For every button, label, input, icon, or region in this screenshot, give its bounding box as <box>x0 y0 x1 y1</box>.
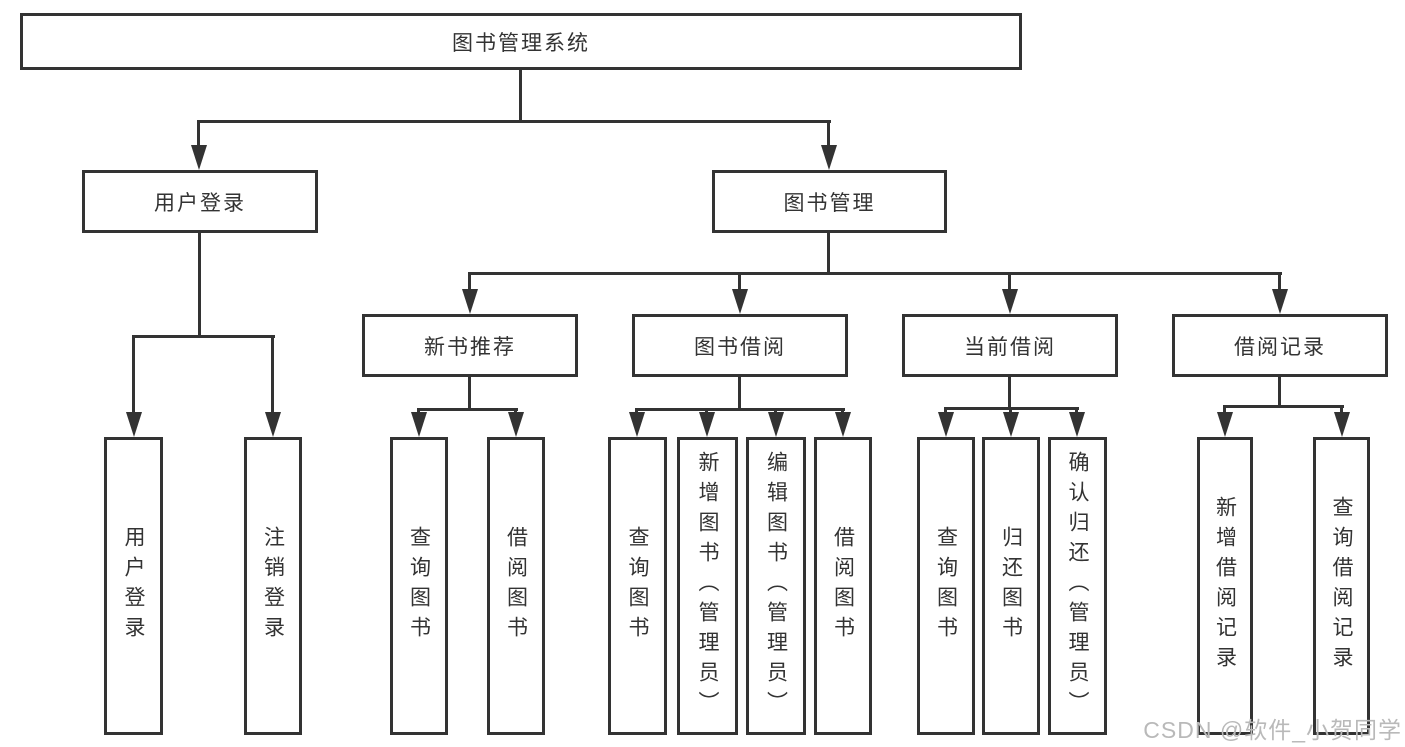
arrowhead-down <box>508 412 524 437</box>
leaf-logout-login-label: 注销登录 <box>261 526 285 646</box>
connector-user-login-stem <box>198 233 201 337</box>
arrowhead-down <box>1003 412 1019 437</box>
connector-drop-new-book-recommend <box>468 272 471 296</box>
connector-book-management-stem <box>827 233 830 274</box>
leaf-query-books-3: 查询图书 <box>917 437 975 735</box>
connector-drop <box>1009 407 1012 416</box>
arrowhead-down <box>1272 289 1288 314</box>
arrowhead-down <box>938 412 954 437</box>
connector-drop <box>1223 405 1226 415</box>
arrowhead-down <box>732 289 748 314</box>
arrowhead-down <box>821 145 837 170</box>
leaf-add-books-admin: 新增图书（管理员） <box>677 437 738 735</box>
connector-drop-leaf-logout <box>271 335 274 416</box>
arrowhead-down <box>126 412 142 437</box>
leaf-borrow-books-1-label: 借阅图书 <box>504 526 528 646</box>
leaf-confirm-return-admin: 确认归还（管理员） <box>1048 437 1107 735</box>
node-user-login: 用户登录 <box>82 170 318 233</box>
node-book-borrowing-label: 图书借阅 <box>694 335 786 359</box>
leaf-query-borrow-record-label: 查询借阅记录 <box>1330 496 1353 676</box>
leaf-confirm-return-admin-label: 确认归还（管理员） <box>1066 451 1089 721</box>
connector-new-book-recommend-horizontal <box>417 408 518 411</box>
leaf-user-login-label: 用户登录 <box>122 526 145 646</box>
arrowhead-down <box>265 412 281 437</box>
leaf-borrow-books-2: 借阅图书 <box>814 437 872 735</box>
leaf-query-books-1: 查询图书 <box>390 437 448 735</box>
arrowhead-down <box>191 145 207 170</box>
leaf-return-books-label: 归还图书 <box>999 526 1023 646</box>
leaf-add-borrow-record-label: 新增借阅记录 <box>1213 496 1237 676</box>
node-new-book-recommend-label: 新书推荐 <box>424 335 516 359</box>
arrowhead-down <box>629 412 645 437</box>
leaf-add-books-admin-label: 新增图书（管理员） <box>696 451 719 721</box>
arrowhead-down <box>1334 412 1350 437</box>
connector-book-borrowing-stem <box>738 377 741 410</box>
leaf-query-books-1-label: 查询图书 <box>407 526 431 646</box>
leaf-logout-login: 注销登录 <box>244 437 302 735</box>
connector-current-borrowing-stem <box>1008 377 1011 409</box>
connector-new-book-recommend-stem <box>468 377 471 410</box>
connector-level2-horizontal <box>469 272 1282 275</box>
arrowhead-down <box>462 289 478 314</box>
connector-drop-book-borrowing <box>738 272 741 296</box>
leaf-borrow-books-1: 借阅图书 <box>487 437 545 735</box>
arrowhead-down <box>1217 412 1233 437</box>
arrowhead-down <box>411 412 427 437</box>
arrowhead-down <box>768 412 784 437</box>
connector-drop-book-management <box>827 120 830 152</box>
connector-drop <box>944 407 947 416</box>
arrowhead-down <box>1002 289 1018 314</box>
connector-borrowing-records-stem <box>1278 377 1281 407</box>
node-book-management-label: 图书管理 <box>783 191 876 215</box>
node-book-management: 图书管理 <box>712 170 947 233</box>
connector-drop-leaf-user-login <box>132 335 135 416</box>
node-new-book-recommend: 新书推荐 <box>362 314 578 377</box>
connector-root-stem <box>519 70 522 122</box>
leaf-user-login: 用户登录 <box>104 437 163 735</box>
leaf-edit-books-admin: 编辑图书（管理员） <box>746 437 806 735</box>
node-current-borrowing: 当前借阅 <box>902 314 1118 377</box>
node-book-borrowing: 图书借阅 <box>632 314 848 377</box>
arrowhead-down <box>1069 412 1085 437</box>
leaf-borrow-books-2-label: 借阅图书 <box>831 526 855 646</box>
connector-drop-current-borrowing <box>1008 272 1011 296</box>
connector-book-borrowing-horizontal <box>635 408 845 411</box>
csdn-watermark: CSDN @软件_小贺同学 <box>1143 717 1402 743</box>
leaf-query-books-2-label: 查询图书 <box>626 526 649 646</box>
node-library-system-label: 图书管理系统 <box>452 31 590 55</box>
connector-user-login-horizontal <box>132 335 275 338</box>
connector-level1-horizontal <box>198 120 831 123</box>
leaf-edit-books-admin-label: 编辑图书（管理员） <box>764 451 788 721</box>
node-user-login-label: 用户登录 <box>154 191 246 215</box>
node-borrowing-records-label: 借阅记录 <box>1234 335 1326 359</box>
leaf-add-borrow-record: 新增借阅记录 <box>1197 437 1253 735</box>
arrowhead-down <box>699 412 715 437</box>
connector-borrowing-records-horizontal <box>1223 405 1344 408</box>
connector-drop <box>1075 407 1078 416</box>
leaf-query-books-2: 查询图书 <box>608 437 667 735</box>
node-library-system: 图书管理系统 <box>20 13 1022 70</box>
leaf-return-books: 归还图书 <box>982 437 1040 735</box>
arrowhead-down <box>835 412 851 437</box>
connector-drop-user-login <box>197 120 200 152</box>
connector-drop-borrowing-records <box>1278 272 1281 296</box>
leaf-query-books-3-label: 查询图书 <box>934 526 958 646</box>
leaf-query-borrow-record: 查询借阅记录 <box>1313 437 1370 735</box>
node-borrowing-records: 借阅记录 <box>1172 314 1388 377</box>
connector-drop <box>1340 405 1343 415</box>
node-current-borrowing-label: 当前借阅 <box>964 335 1056 359</box>
